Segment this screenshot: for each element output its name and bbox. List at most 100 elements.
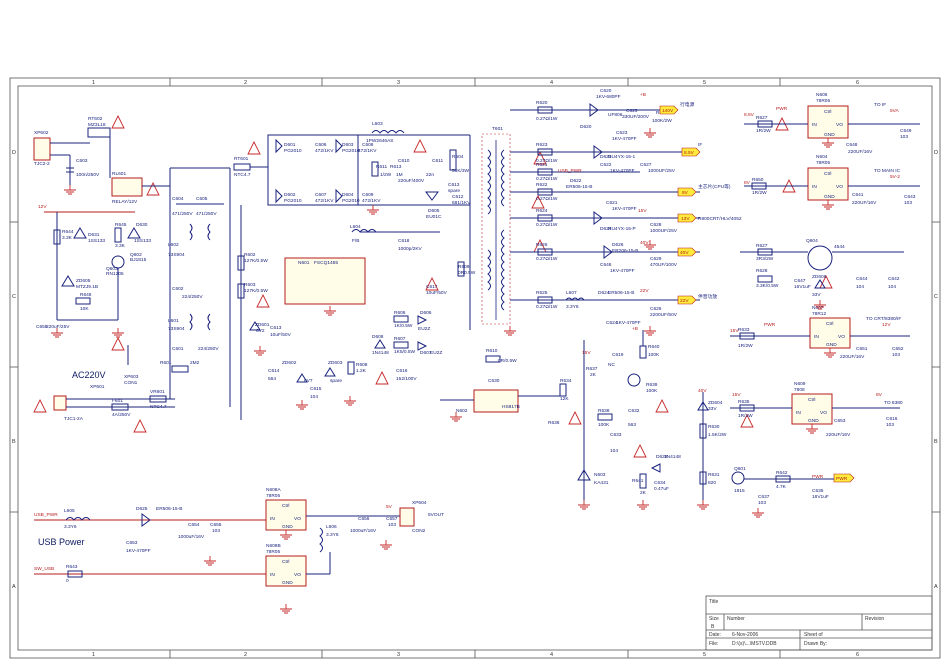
part-value: 78R12: [812, 311, 826, 317]
part-ref: R646: [80, 292, 92, 298]
part-ref: C622: [600, 162, 612, 168]
part-value: 470UF/100V: [650, 262, 678, 268]
regulator-n607: [809, 317, 851, 349]
part-value: PG2010: [342, 148, 360, 154]
warning-triangle-icon: [413, 138, 427, 153]
pin-label: VO: [820, 410, 827, 416]
net-label: 5V-2: [890, 174, 900, 180]
part-ref: ZD604: [708, 400, 723, 406]
part-value: 103: [900, 134, 908, 140]
part-value: MZ3L18: [88, 122, 106, 128]
ground-icon: [64, 185, 76, 195]
part-ref: ZD606: [812, 274, 827, 280]
size-label: Size: [709, 616, 719, 622]
ground-icon: [578, 500, 590, 510]
net-label: 15V: [732, 392, 741, 398]
net-flag-140v: [659, 105, 679, 115]
net-label: 40V: [698, 388, 707, 394]
part-value: 127K/0.5W: [244, 258, 268, 264]
part-value: 16V1uF: [794, 284, 811, 290]
warning-triangle-icon: [375, 370, 389, 385]
net-flag-label: PWR: [836, 476, 848, 482]
part-value: 100n/250V: [76, 172, 100, 178]
warning-triangle-icon: [247, 140, 261, 155]
title-label: Title: [709, 599, 718, 605]
part-value: 33V: [812, 292, 821, 298]
part-value: 1K/0.5W: [394, 323, 413, 329]
controller-section: N601 FSCQ1465 L604 F/B R602 127K/0.5W R6…: [237, 205, 476, 420]
drawing-frame: [9, 77, 941, 659]
warning-triangle-icon: [425, 276, 439, 291]
net-flag-label: 8V: [682, 190, 689, 196]
part-value: ER206-15-B: [612, 248, 638, 254]
part-ref: R609: [458, 264, 470, 270]
diode-d626: [603, 245, 613, 259]
part-value: 3.3K: [62, 235, 73, 241]
part-value: 330UF/200V: [622, 114, 650, 120]
col-label: 4: [550, 80, 553, 86]
ground-icon: [822, 138, 834, 148]
ground-icon: [51, 328, 63, 338]
net-label: PWR: [764, 322, 776, 328]
inductor-l601: [189, 313, 193, 331]
part-value: 103: [892, 352, 900, 358]
part-value: TJC1-2A: [64, 416, 84, 422]
fuse-f601: [111, 403, 129, 411]
net-label: USB_PWR: [558, 168, 582, 174]
pin-label: VO: [836, 184, 843, 190]
transistor-q601: [627, 373, 641, 387]
warning-triangle-icon: [568, 410, 582, 425]
part-ref: R622: [536, 182, 548, 188]
diode-d624: [593, 211, 603, 225]
part-ref: D628: [656, 454, 668, 460]
part-ref: C632: [628, 408, 640, 414]
pin-label: VO: [836, 122, 843, 128]
bridge-rectifier-section: D601 PG2010 D602 PG2010 D603 PG2010 D604…: [267, 121, 471, 220]
part-value: 103: [212, 528, 220, 534]
part-ref: VR601: [150, 389, 165, 395]
part-ref: C651: [856, 346, 868, 352]
inductor-l603: [371, 130, 405, 134]
warning-triangle-icon: [133, 418, 147, 433]
col-label: 2: [244, 652, 247, 658]
diode-d606: [417, 315, 428, 325]
part-ref: Q602: [130, 252, 142, 258]
part-value: 0.27Ω/1W: [536, 304, 558, 310]
part-value: 2K: [640, 490, 647, 496]
net-label: 12V: [882, 322, 891, 328]
part-ref: XP601: [90, 384, 105, 390]
net-label: 8V: [876, 392, 883, 398]
net-flag-label: 13V: [681, 216, 690, 222]
pin-label: Ctrl: [282, 559, 289, 565]
part-value: 1KV-470PF: [126, 548, 151, 554]
part-value: 22n: [426, 172, 434, 178]
col-label: 3: [397, 80, 400, 86]
resistor-r645: [114, 227, 122, 243]
transistor-q604: [807, 245, 833, 271]
part-ref: D603: [342, 142, 354, 148]
part-ref: C654: [188, 522, 200, 528]
net-label: 15V: [582, 350, 591, 356]
part-ref: C624: [606, 320, 618, 326]
ground-icon: [296, 400, 308, 410]
col-label: 1: [92, 652, 95, 658]
resistor-r623: [537, 148, 553, 156]
part-value: spare: [448, 188, 460, 194]
diode-d608: [374, 339, 386, 349]
net-flag-label: 140V: [662, 108, 674, 114]
part-ref: C614: [268, 368, 280, 374]
net-label: +B: [640, 92, 646, 98]
part-ref: C644: [856, 276, 868, 282]
part-value: 78R05: [266, 549, 280, 555]
pin-label: IN: [796, 410, 801, 416]
resistor-r646: [75, 297, 91, 305]
part-ref: C653: [126, 540, 138, 546]
part-ref: D620: [580, 124, 592, 130]
net-label: 8V: [744, 180, 751, 186]
note-label: R800CRT/HLV/4052: [698, 216, 742, 222]
part-value: 0.47uF: [654, 486, 669, 492]
part-ref: L603: [372, 121, 383, 127]
part-value: 73S904: [168, 252, 185, 258]
part-value: 1000uF/16V: [350, 528, 377, 534]
part-ref: R611: [376, 164, 387, 170]
